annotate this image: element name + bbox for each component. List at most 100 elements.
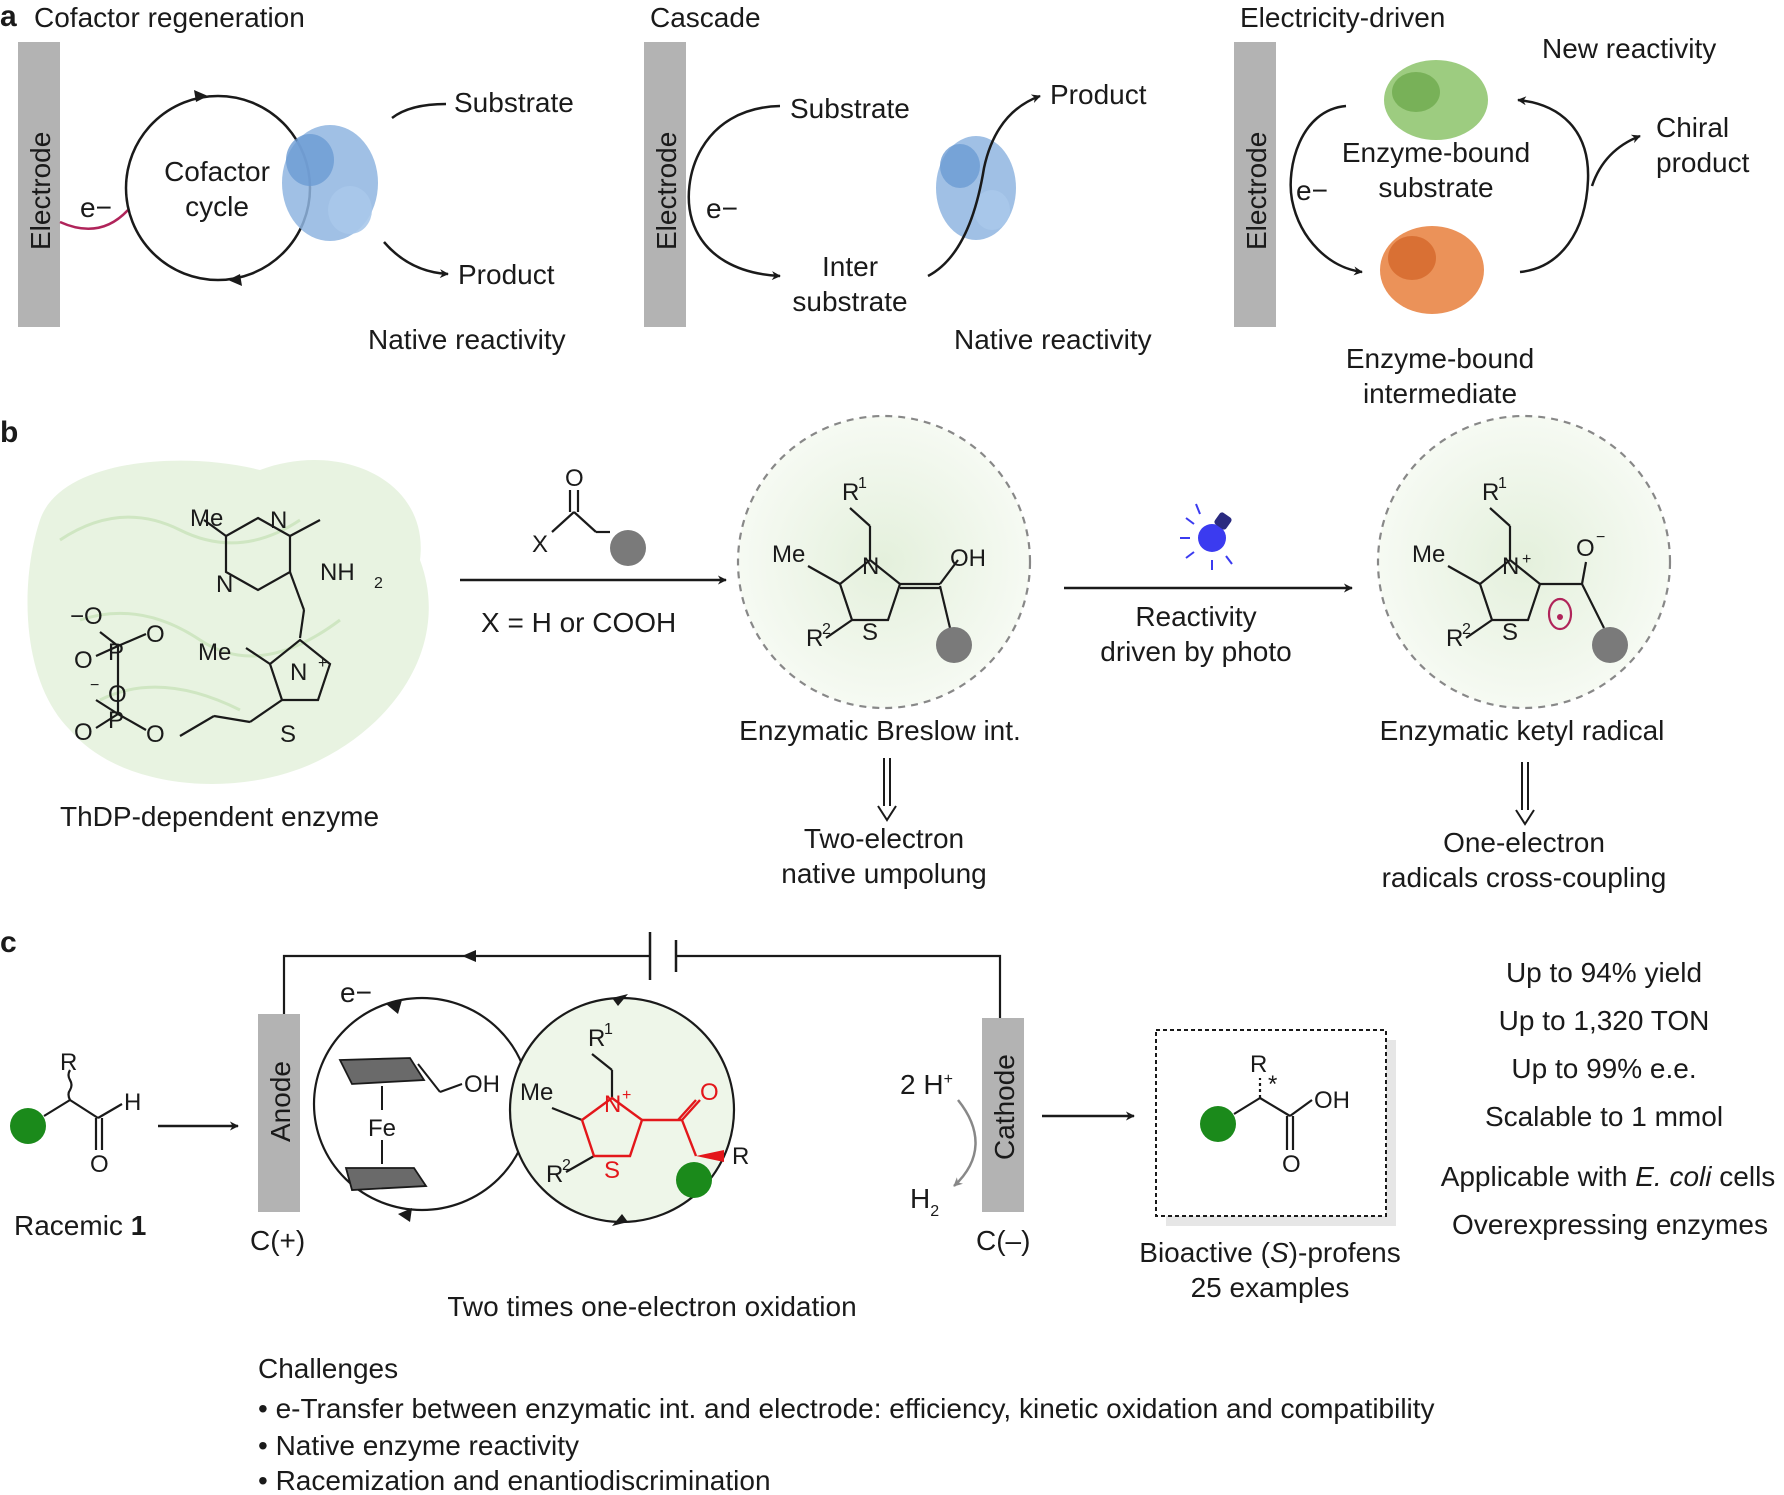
profen-product-box: R * OH O xyxy=(1155,1029,1396,1226)
methyl-label: Me xyxy=(1412,541,1445,568)
one-electron-line2: radicals cross-coupling xyxy=(1382,862,1667,893)
stat-yield: Up to 94% yield xyxy=(1506,957,1702,988)
charge-label: − xyxy=(90,677,99,694)
product-label: Product xyxy=(458,259,555,290)
reduction-arrow xyxy=(953,1099,977,1187)
hydroxyl-label: OH xyxy=(1314,1087,1350,1114)
challenge-item: • e-Transfer between enzymatic int. and … xyxy=(258,1393,1435,1424)
cascade-title: Cascade xyxy=(650,2,761,33)
cathode-label: Cathode xyxy=(989,1054,1020,1160)
new-reactivity-label: New reactivity xyxy=(1542,33,1716,64)
cofactor-regeneration-scheme: Cofactor regeneration Electrode e− Cofac… xyxy=(18,2,574,355)
electrode-bar xyxy=(18,42,60,327)
stat-ee: Up to 99% e.e. xyxy=(1511,1053,1696,1084)
nitrogen-label: N xyxy=(270,507,287,534)
charge-label: − xyxy=(1596,529,1605,546)
cathode-bar xyxy=(982,1018,1024,1212)
electron-label: e− xyxy=(706,193,738,224)
substrate-dot-icon xyxy=(10,1108,46,1144)
sulfur-label: S xyxy=(862,619,878,646)
inter-label-line2: substrate xyxy=(792,286,907,317)
electrode-bar xyxy=(1234,42,1276,327)
nitrogen-label: N xyxy=(604,1091,621,1118)
r2-label: R xyxy=(546,1161,563,1188)
anode-bar xyxy=(258,1014,300,1212)
ecoli-label: Applicable with E. coli cells xyxy=(1441,1161,1776,1192)
profens-label: Bioactive (S)-profens xyxy=(1139,1237,1400,1268)
panel-b-letter: b xyxy=(0,416,18,449)
racemic-aldehyde: R H O Racemic 1 xyxy=(10,1049,146,1241)
bound-substrate-line1: Enzyme-bound xyxy=(1342,137,1530,168)
anode-sign: C(+) xyxy=(250,1225,305,1256)
phosphorus-label: P xyxy=(108,707,124,734)
two-electron-line2: native umpolung xyxy=(781,858,986,889)
mediator-cycle-ring xyxy=(312,996,532,1212)
anode-label: Anode xyxy=(265,1061,296,1142)
cascade-scheme: Cascade Electrode e− Substrate Inter sub… xyxy=(644,2,1152,355)
superscript-label: 1 xyxy=(1498,475,1507,492)
methyl-label: Me xyxy=(190,505,223,532)
oxygen-label: O xyxy=(700,1079,719,1106)
electricity-driven-scheme: Electricity-driven Electrode New reactiv… xyxy=(1234,2,1750,409)
thdp-enzyme-structure: Me N N NH 2 Me N + S −O P O O O − P O O … xyxy=(27,460,429,832)
electrode-label: Electrode xyxy=(25,132,56,250)
oxygen-label: O xyxy=(90,1151,109,1178)
electrode-bar xyxy=(644,42,686,327)
stat-scale: Scalable to 1 mmol xyxy=(1485,1101,1723,1132)
racemic-label: Racemic 1 xyxy=(14,1210,146,1241)
charge-label: + xyxy=(1522,551,1531,568)
hydrogen-gas-label: H2 xyxy=(910,1183,939,1220)
substrate-dot-icon xyxy=(676,1162,712,1198)
oxygen-label: O xyxy=(1282,1151,1301,1178)
superscript-label: 2 xyxy=(562,1157,571,1174)
cascade-arc-arrow xyxy=(687,104,781,281)
overexpress-label: Overexpressing enzymes xyxy=(1452,1209,1768,1240)
substrate-dot-icon xyxy=(1592,627,1628,663)
enzyme-name-label: ThDP-dependent enzyme xyxy=(60,801,379,832)
enzyme-bound-acyl-intermediate: R 1 Me N + R 2 S O R xyxy=(508,994,749,1226)
enzyme-blue-icon xyxy=(282,125,378,241)
bound-intermediate-line2: intermediate xyxy=(1363,378,1517,409)
challenge-item: • Native enzyme reactivity xyxy=(258,1430,579,1461)
product-arrow xyxy=(927,94,1041,278)
r1-label: R xyxy=(588,1025,605,1052)
proton-label: 2 H+ xyxy=(900,1069,953,1100)
superscript-label: 2 xyxy=(822,621,831,638)
charge-label: + xyxy=(622,1087,631,1104)
superscript-label: 2 xyxy=(1462,621,1471,638)
substrate-label: Substrate xyxy=(790,93,910,124)
electron-label: e− xyxy=(340,977,372,1008)
product-arrow xyxy=(383,241,449,279)
enzyme-blue-icon xyxy=(936,136,1016,240)
enzyme-orange-icon xyxy=(1380,226,1484,314)
oxide-label: O xyxy=(1576,535,1595,562)
chiral-line1: Chiral xyxy=(1656,112,1729,143)
oxygen-label: O xyxy=(108,681,127,708)
ferrocene-mediator-cycle: Fe OH xyxy=(312,996,532,1222)
methyl-label: Me xyxy=(772,541,805,568)
nitrogen-label: N xyxy=(290,659,307,686)
reagent-condition-label: X = H or COOH xyxy=(481,607,676,638)
superscript-label: 1 xyxy=(858,475,867,492)
ketyl-label: Enzymatic ketyl radical xyxy=(1380,715,1665,746)
acyl-substrate-reagent: O X xyxy=(532,465,646,566)
challenges-title: Challenges xyxy=(258,1353,398,1384)
substrate-dot-icon xyxy=(1200,1106,1236,1142)
r-group-label: R xyxy=(60,1049,77,1076)
enzyme-blob-icon xyxy=(27,460,429,784)
cycle-label-line2: cycle xyxy=(185,191,249,222)
oxygen-label: O xyxy=(565,465,584,492)
nitrogen-label: N xyxy=(216,571,233,598)
current-arrowhead xyxy=(462,950,476,962)
ketyl-radical-intermediate: R 1 Me N + R 2 S O − Enzymatic ketyl rad… xyxy=(1376,414,1672,893)
oxide-label: −O xyxy=(70,603,103,630)
charge-label: + xyxy=(318,655,327,672)
hydroxyl-label: OH xyxy=(950,545,986,572)
cycle-arrowhead xyxy=(194,90,208,102)
sulfur-label: S xyxy=(604,1157,620,1184)
photo-line1: Reactivity xyxy=(1135,601,1256,632)
methyl-label: Me xyxy=(198,639,231,666)
challenge-item: • Racemization and enantiodiscrimination xyxy=(258,1465,771,1495)
enzyme-green-icon xyxy=(1384,60,1488,140)
